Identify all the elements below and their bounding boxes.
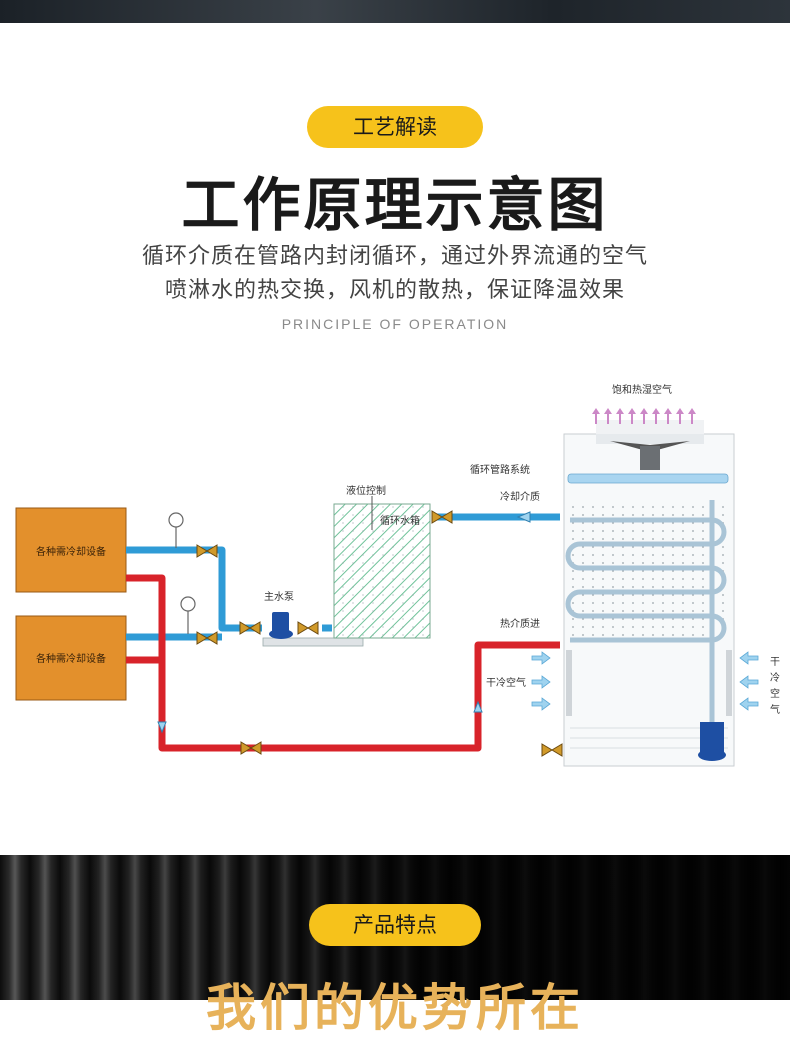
dry-air-label-right: 干 冷 空 气 <box>770 657 780 716</box>
equipment-label-1: 各种需冷却设备 <box>36 545 106 558</box>
description-line-2: 喷淋水的热交换，风机的散热，保证降温效果 <box>164 278 625 303</box>
top-banner-image <box>0 0 790 23</box>
description-line-1: 循环介质在管路内封闭循环，通过外界流通的空气 <box>141 244 648 269</box>
main-pump-label: 主水泵 <box>264 591 294 603</box>
pipe-arrows <box>157 511 531 734</box>
svg-text:干: 干 <box>770 657 780 668</box>
valves <box>196 510 563 757</box>
circulation-system-label: 循环管路系统 <box>470 463 530 476</box>
hot-medium-label: 热介质进 <box>500 617 540 630</box>
dry-air-label-left: 干冷空气 <box>486 676 526 689</box>
equipment-box-2: 各种需冷却设备 <box>15 615 127 701</box>
saturated-air-label: 饱和热湿空气 <box>612 383 672 396</box>
equipment-label-2: 各种需冷却设备 <box>36 652 106 665</box>
features-title: 我们的优势所在 <box>206 979 584 1037</box>
english-subtitle: PRINCIPLE OF OPERATION <box>281 316 509 332</box>
main-pump: 主水泵 <box>262 591 364 647</box>
svg-text:冷: 冷 <box>770 671 780 684</box>
page-title: 工作原理示意图 <box>181 171 609 239</box>
equipment-box-1: 各种需冷却设备 <box>15 507 127 593</box>
cooling-tower: 饱和热湿空气 <box>531 383 759 767</box>
svg-text:气: 气 <box>770 703 780 716</box>
water-tank-label: 循环水箱 <box>380 514 420 527</box>
hot-pipes <box>126 574 560 752</box>
pressure-gauges <box>168 512 196 634</box>
operation-diagram: 各种需冷却设备 各种需冷却设备 <box>15 383 780 767</box>
section-tag: 工艺解读 <box>307 106 483 148</box>
level-control-label: 液位控制 <box>346 484 386 497</box>
features-banner <box>0 855 790 1000</box>
features-tag: 产品特点 <box>309 904 481 946</box>
water-tank: 液位控制 循环水箱 <box>333 484 431 639</box>
cooling-medium-label: 冷却介质 <box>500 490 540 503</box>
svg-text:空: 空 <box>770 687 780 700</box>
